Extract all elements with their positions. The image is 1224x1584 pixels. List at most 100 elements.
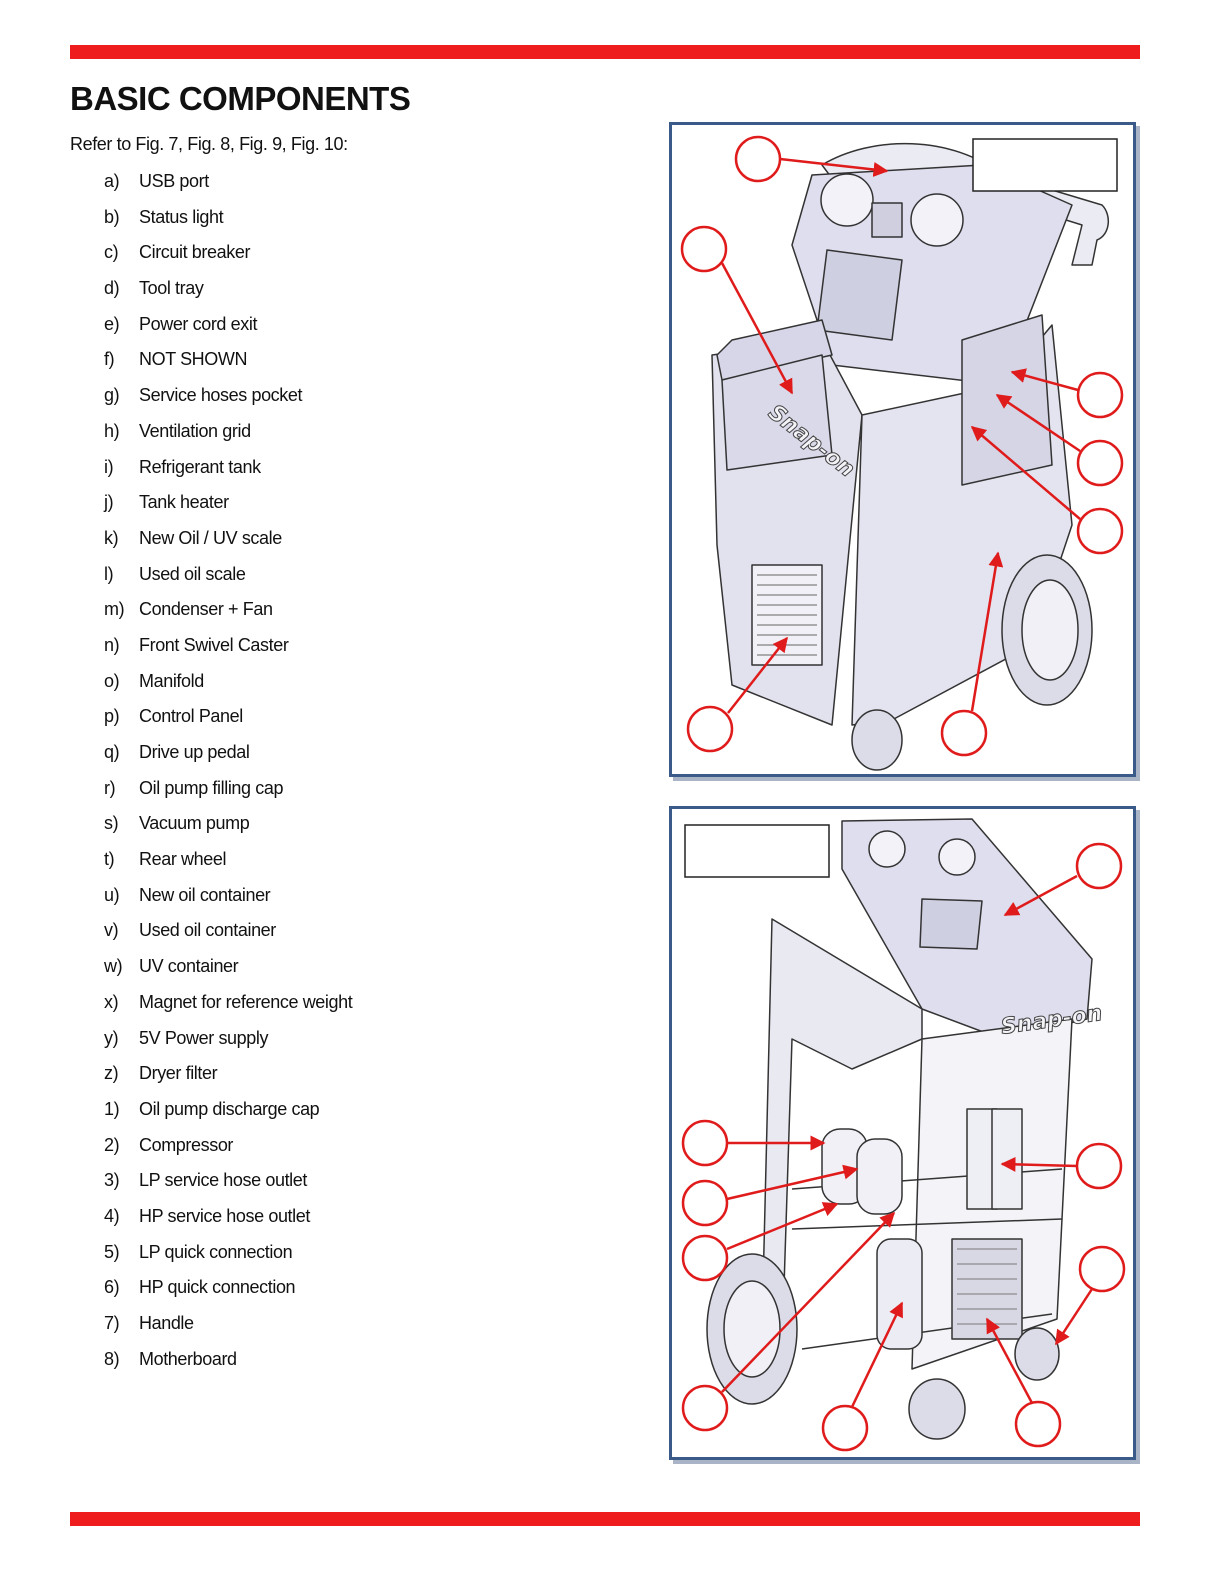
- component-key: a): [104, 171, 120, 191]
- front-view-figure: Snap-on: [669, 122, 1136, 777]
- component-key: n): [104, 634, 120, 655]
- component-key: u): [104, 884, 120, 905]
- component-key: p): [104, 706, 120, 727]
- component-label: Refrigerant tank: [139, 456, 261, 477]
- component-label: USB port: [139, 171, 209, 191]
- component-item: q) Drive up pedal: [104, 741, 352, 777]
- component-label: Control Panel: [139, 706, 243, 727]
- component-label: UV container: [139, 956, 239, 977]
- component-label: Drive up pedal: [139, 742, 250, 762]
- component-list: a) USB port b) Status light c)Circuit breake…: [104, 170, 353, 1384]
- component-item: t)Rear wheel: [104, 848, 352, 884]
- component-label: HP service hose outlet: [139, 1205, 310, 1226]
- component-key: h): [104, 420, 120, 441]
- component-key: i): [104, 456, 114, 477]
- component-key: 7): [104, 1313, 120, 1333]
- component-label: Rear wheel: [139, 849, 227, 870]
- bottom-red-bar: [70, 1512, 1140, 1526]
- rear-figure-label-box: [684, 824, 830, 878]
- component-key: 4): [104, 1205, 120, 1226]
- component-item: i) Refrigerant tank: [104, 456, 352, 492]
- component-label: LP quick connection: [139, 1241, 293, 1262]
- component-item: r)Oil pump filling cap: [104, 777, 352, 813]
- component-item: o) Manifold: [104, 670, 352, 706]
- component-item: 7) Handle: [104, 1312, 352, 1348]
- component-item: l) Used oil scale: [104, 563, 352, 599]
- component-label: Ventilation grid: [139, 420, 251, 441]
- component-label: NOT SHOWN: [139, 349, 248, 370]
- component-key: v): [104, 920, 119, 941]
- component-label: Vacuum pump: [139, 813, 250, 834]
- component-key: 2): [104, 1134, 120, 1155]
- component-label: Tool tray: [139, 278, 204, 299]
- component-key: 5): [104, 1241, 120, 1262]
- component-item: d) Tool tray: [104, 277, 352, 313]
- component-key: e): [104, 313, 120, 334]
- component-label: New oil container: [139, 884, 271, 905]
- component-label: LP service hose outlet: [139, 1170, 307, 1191]
- component-label: New Oil / UV scale: [139, 527, 282, 548]
- component-item: m) Condenser + Fan: [104, 598, 352, 634]
- component-key: w): [104, 956, 123, 977]
- component-item: n) Front Swivel Caster: [104, 634, 352, 670]
- component-key: 8): [104, 1348, 120, 1369]
- component-item: 4) HP service hose outlet: [104, 1205, 352, 1241]
- component-label: Status light: [139, 206, 224, 227]
- component-item: g)Service hoses pocket: [104, 384, 352, 420]
- component-item: h) Ventilation grid: [104, 420, 352, 456]
- component-key: 6): [104, 1277, 120, 1298]
- page-title: BASIC COMPONENTS: [70, 80, 411, 117]
- component-item: 2) Compressor: [104, 1134, 352, 1170]
- component-item: w) UV container: [104, 955, 352, 991]
- component-key: d): [104, 278, 120, 299]
- component-label: Power cord exit: [139, 313, 258, 334]
- component-item: b) Status light: [104, 206, 352, 242]
- component-item: u) New oil container: [104, 884, 352, 920]
- component-label: Used oil scale: [139, 563, 246, 584]
- component-item: p) Control Panel: [104, 705, 352, 741]
- rear-view-figure: Snap-on: [669, 806, 1136, 1460]
- component-label: Oil pump discharge cap: [139, 1098, 320, 1119]
- rear-view-drawing: Snap-on: [681, 818, 1126, 1452]
- component-key: q): [104, 742, 120, 762]
- component-key: r): [104, 777, 116, 798]
- component-label: Magnet for reference weight: [139, 991, 353, 1012]
- component-item: 1) Oil pump discharge cap: [104, 1098, 352, 1134]
- component-item: a) USB port: [104, 170, 352, 206]
- component-label: Compressor: [139, 1134, 234, 1155]
- component-label: Condenser + Fan: [139, 599, 273, 620]
- component-key: s): [104, 813, 119, 834]
- front-figure-label-box: [972, 138, 1118, 192]
- component-item: s) Vacuum pump: [104, 812, 352, 848]
- component-key: k): [104, 527, 119, 548]
- component-item: z)Dryer filter: [104, 1062, 352, 1098]
- component-key: l): [104, 563, 114, 584]
- component-key: y): [104, 1027, 119, 1048]
- component-label: Manifold: [139, 670, 204, 691]
- component-item: e) Power cord exit: [104, 313, 352, 349]
- component-item: 6) HP quick connection: [104, 1276, 352, 1312]
- component-item: 5) LP quick connection: [104, 1241, 352, 1277]
- component-key: b): [104, 206, 120, 227]
- front-view-drawing: Snap-on: [680, 135, 1124, 771]
- component-label: Handle: [139, 1313, 194, 1333]
- component-label: 5V Power supply: [139, 1027, 269, 1048]
- component-key: 1): [104, 1098, 120, 1119]
- component-label: Used oil container: [139, 920, 276, 941]
- component-key: j): [104, 492, 114, 513]
- component-key: g): [104, 385, 120, 406]
- component-item: v) Used oil container: [104, 919, 352, 955]
- component-item: 8)Motherboard: [104, 1348, 352, 1384]
- component-label: Circuit breaker: [139, 242, 251, 263]
- component-key: o): [104, 670, 120, 691]
- component-item: x) Magnet for reference weight: [104, 991, 353, 1027]
- component-item: j)Tank heater: [104, 491, 352, 527]
- component-key: f): [104, 349, 115, 370]
- component-label: Front Swivel Caster: [139, 634, 289, 655]
- component-item: c)Circuit breaker: [104, 241, 352, 277]
- component-key: m): [104, 599, 125, 620]
- component-label: HP quick connection: [139, 1277, 296, 1298]
- intro-text: Refer to Fig. 7, Fig. 8, Fig. 9, Fig. 10…: [70, 134, 348, 154]
- component-key: x): [104, 991, 119, 1012]
- component-item: f) NOT SHOWN: [104, 348, 352, 384]
